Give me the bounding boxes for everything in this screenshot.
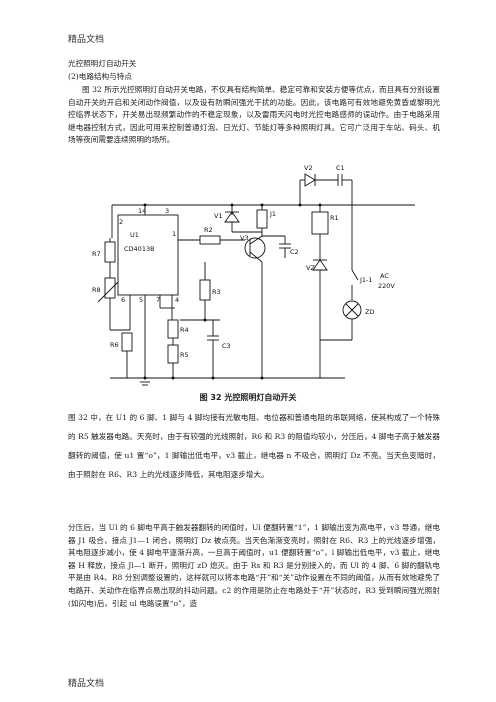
paragraph-2: 图 32 中，在 U1 的 6 脚、1 脚与 4 脚均接有光敏电阻、电位器和普通… (68, 413, 440, 479)
lbl-ac: AC (380, 272, 389, 280)
vz-zener (312, 259, 328, 271)
lbl-vz: VZ (306, 264, 315, 272)
lbl-pin2: 2 (119, 218, 123, 226)
r2-resistor (199, 235, 221, 245)
lbl-pin3: 3 (165, 207, 169, 215)
lbl-pin14: 14 (138, 207, 146, 215)
page-header: 精品文档 (68, 35, 105, 45)
lbl-r8: R8 (92, 286, 101, 294)
doc-title: 光控照明灯自动开关 (68, 59, 137, 68)
paragraph-intro: 图 32 所示光控照明灯自动开关电路，不仅具有结构简单、稳定可靠和安装方便等优点… (68, 85, 440, 145)
figure-caption: 图 32 光控照明灯自动开关 (199, 393, 297, 402)
lbl-v1: V1 (214, 212, 223, 220)
lbl-pin5: 5 (139, 296, 143, 304)
v2-diode (304, 173, 316, 187)
lbl-r4: R4 (180, 326, 189, 334)
u1-chip (117, 214, 179, 296)
lbl-r7: R7 (92, 250, 101, 258)
section-subtitle: (2)电路结构与特点 (68, 72, 132, 81)
lbl-v2: V2 (304, 164, 313, 172)
v3-transistor (244, 237, 266, 259)
lbl-zd: ZD (365, 308, 374, 316)
r6-photoresistor (121, 332, 133, 352)
j1-relay-coil (256, 209, 268, 229)
lbl-chip: CD4013B (124, 245, 155, 253)
lbl-r2: R2 (204, 226, 213, 234)
lbl-r3: R3 (212, 288, 221, 296)
lbl-r5: R5 (180, 351, 189, 359)
paragraph-3: 分压后，当 Ul 的 6 脚电平高于触发器翻转的闭值时，Ul 便翻转置“1”，1… (68, 523, 440, 608)
r1-resistor (311, 211, 329, 235)
lbl-j1-1: J1-1 (359, 276, 373, 284)
r4-resistor (167, 319, 179, 339)
page-footer: 精品文档 (68, 679, 105, 689)
lbl-pin1: 1 (172, 230, 176, 238)
r8-resistor (104, 277, 116, 299)
lbl-pin6: 6 (121, 296, 125, 304)
lbl-c3: C3 (222, 342, 231, 350)
r5-resistor (167, 344, 179, 364)
lbl-c1: C1 (336, 164, 345, 172)
lbl-r1: R1 (330, 214, 339, 222)
lbl-c2: C2 (290, 248, 299, 256)
lbl-v3: V3 (240, 234, 249, 242)
r3-photoresistor (199, 279, 211, 301)
lbl-r6: R6 (110, 341, 119, 349)
lbl-j1: J1 (269, 210, 276, 218)
lbl-u1: U1 (130, 231, 139, 239)
lbl-pin4: 4 (175, 296, 179, 304)
lbl-pin7: 7 (156, 296, 160, 304)
r7-resistor (104, 241, 116, 263)
lbl-volt: 220V (378, 282, 395, 290)
